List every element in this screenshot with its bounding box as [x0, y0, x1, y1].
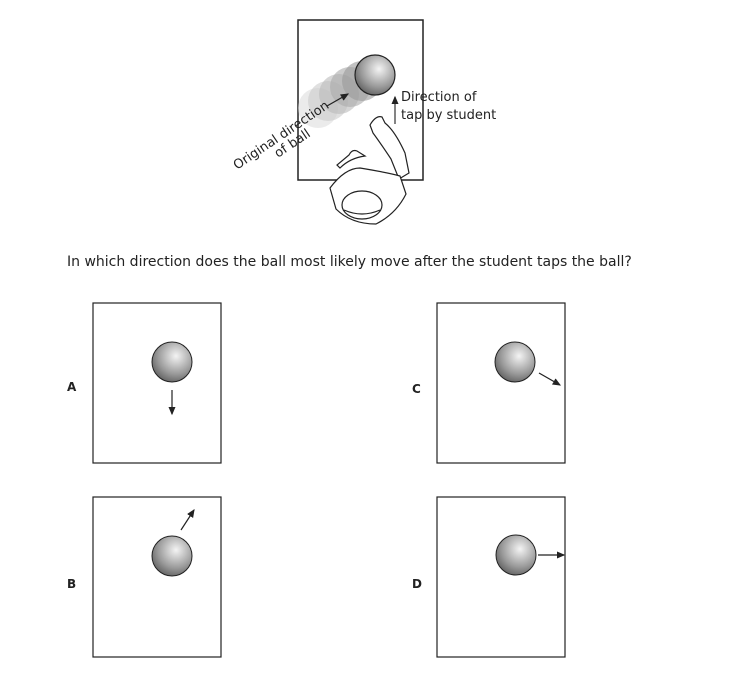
option-d-label[interactable]: D: [412, 577, 422, 591]
option-b-label[interactable]: B: [67, 577, 77, 591]
ball: [151, 341, 193, 383]
option-a-label[interactable]: A: [67, 380, 77, 394]
ball: [494, 341, 536, 383]
option-c-diagram[interactable]: [436, 302, 566, 464]
tap-direction-label: Direction of: [401, 90, 477, 105]
arrow-up-right-icon: [180, 508, 195, 531]
table-diagram: Original direction of ball Direction of …: [231, 19, 496, 225]
option-a-diagram[interactable]: [92, 302, 222, 464]
option-b-diagram[interactable]: [92, 496, 222, 658]
option-d-diagram[interactable]: [436, 496, 566, 658]
tap-direction-label-2: tap by student: [401, 108, 496, 123]
original-direction-arrow: [326, 93, 350, 107]
ball: [495, 534, 537, 576]
ball: [354, 54, 396, 96]
ball: [151, 535, 193, 577]
question-text: In which direction does the ball most li…: [67, 254, 632, 270]
original-direction-label: Original direction: [231, 98, 332, 173]
option-c-label[interactable]: C: [412, 382, 421, 396]
arrow-down-right-icon: [538, 372, 562, 386]
student-illustration: [329, 116, 410, 225]
